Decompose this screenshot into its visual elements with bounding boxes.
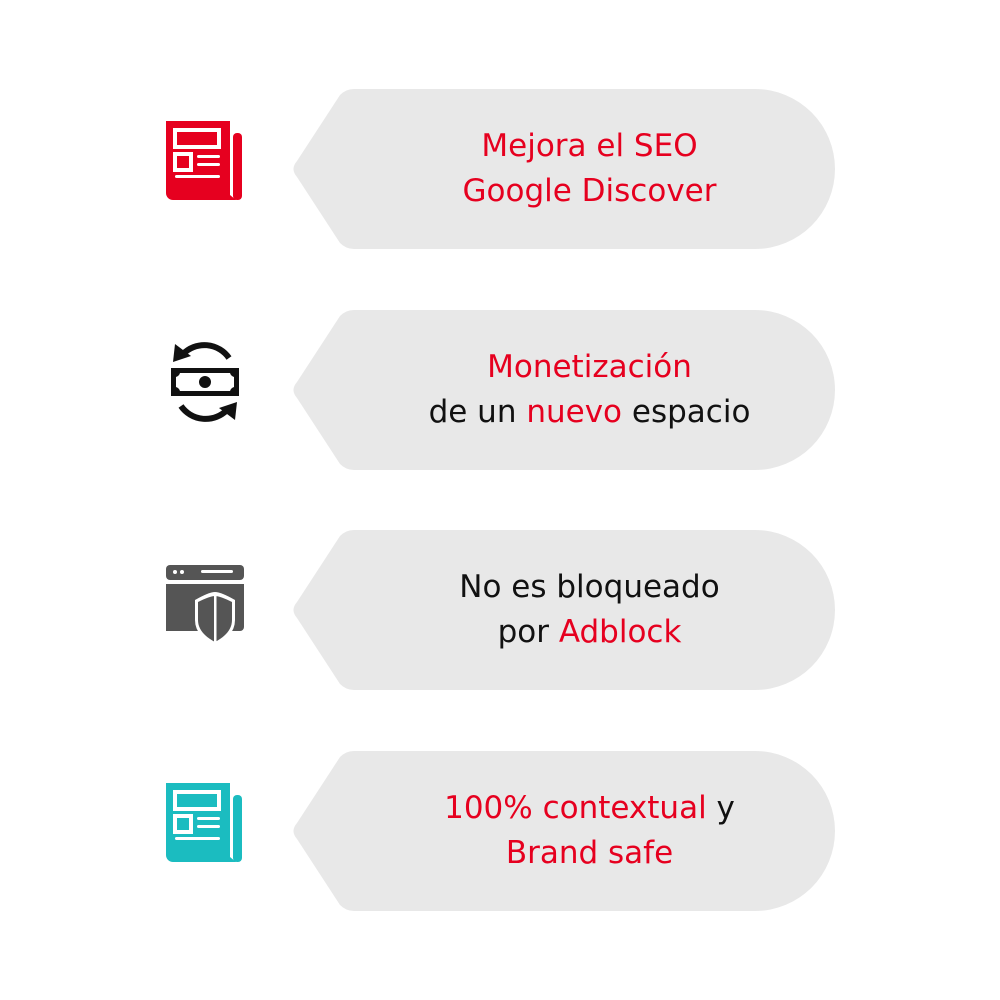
browser-shield-icon bbox=[166, 565, 244, 645]
highlight-text: Mejora el SEO bbox=[481, 128, 698, 164]
money-exchange-icon bbox=[171, 342, 239, 422]
highlight-text: Brand safe bbox=[505, 835, 674, 871]
text-line: de un nuevo espacio bbox=[429, 390, 751, 435]
newspaper-icon bbox=[166, 121, 242, 200]
benefit-card: No es bloqueado por Adblock bbox=[292, 528, 837, 692]
pill-background bbox=[293, 751, 835, 911]
text-line: por Adblock bbox=[498, 610, 682, 655]
highlight-text: Adblock bbox=[558, 614, 682, 650]
highlight-text: Monetización bbox=[487, 349, 692, 385]
newspaper-icon bbox=[166, 783, 242, 862]
text-line: 100% contextual y bbox=[444, 786, 735, 831]
highlight-text: Google Discover bbox=[462, 173, 717, 209]
highlight-text: 100% contextual bbox=[444, 790, 707, 826]
pill-background bbox=[293, 89, 835, 249]
plain-text: y bbox=[706, 790, 735, 826]
benefit-text: Monetización de un nuevo espacio bbox=[352, 308, 827, 472]
plain-text: No es bloqueado bbox=[459, 569, 720, 605]
text-line: Monetización bbox=[487, 345, 692, 390]
plain-text: por bbox=[497, 614, 559, 650]
plain-text: de un bbox=[428, 394, 527, 430]
benefit-text: No es bloqueado por Adblock bbox=[352, 528, 827, 692]
highlight-text: nuevo bbox=[526, 394, 623, 430]
benefit-card: Mejora el SEO Google Discover bbox=[292, 87, 837, 251]
text-line: Brand safe bbox=[506, 831, 673, 876]
text-line: Mejora el SEO bbox=[481, 124, 697, 169]
pill-background bbox=[293, 530, 835, 690]
plain-text: espacio bbox=[622, 394, 751, 430]
benefit-text: Mejora el SEO Google Discover bbox=[352, 87, 827, 251]
benefit-card: Monetización de un nuevo espacio bbox=[292, 308, 837, 472]
text-line: No es bloqueado bbox=[459, 565, 719, 610]
text-line: Google Discover bbox=[463, 169, 717, 214]
pill-background bbox=[293, 310, 835, 470]
